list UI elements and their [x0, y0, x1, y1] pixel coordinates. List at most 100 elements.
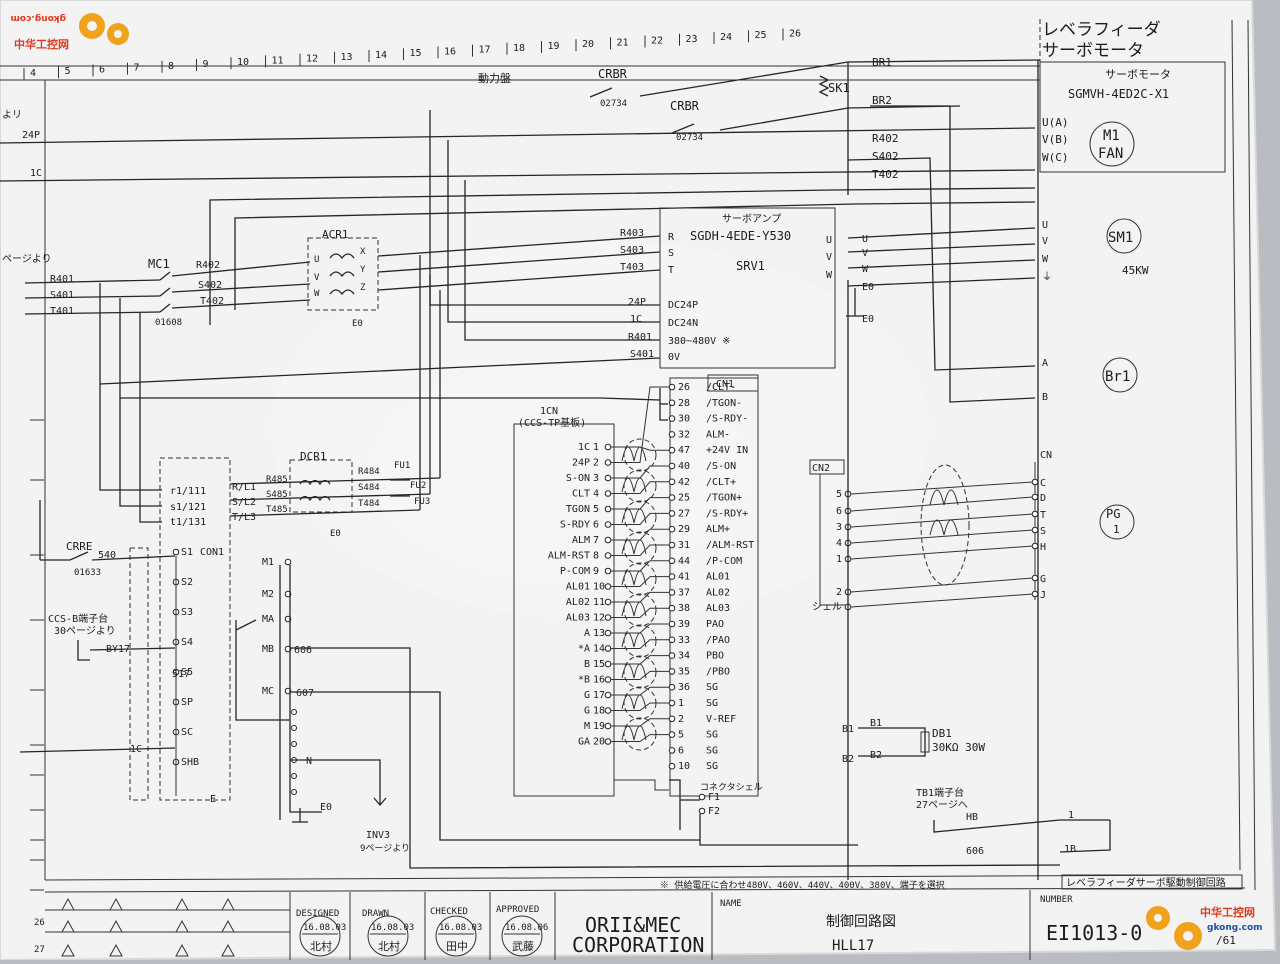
ccs-pin: 4: [593, 489, 599, 500]
page30-label: 30ページより: [54, 625, 116, 637]
title-top-1: レベラフィーダ: [1042, 20, 1161, 40]
cn1-terminal: [668, 415, 676, 422]
inv3-page: 9ページより: [360, 843, 410, 854]
cn1-pin: 26: [678, 382, 690, 393]
motor-br1: Br1: [1105, 369, 1130, 385]
cn1-pin: 38: [678, 603, 690, 614]
cn1-signal: SG: [706, 745, 718, 756]
cn2-pin: 3: [836, 522, 842, 533]
br-line-1: BR1: [872, 56, 892, 69]
drawing-number: EI1013-0: [1046, 921, 1142, 945]
ccs-pin: 3: [593, 473, 599, 484]
ccs-signal: P-COM: [560, 566, 590, 577]
column-number: 13: [341, 52, 353, 63]
tb-drawn: DRAWN: [362, 909, 389, 919]
amp-term-dc24n: DC24N: [668, 318, 698, 329]
cn1-pin: 28: [678, 398, 690, 409]
watermark-site-bottom: gkong.com: [1207, 923, 1263, 933]
column-number: 7: [134, 63, 140, 74]
crre-id: 01633: [74, 568, 101, 578]
tb1-term-1b: 1B: [1064, 844, 1076, 855]
cn1-signal: /ALM-RST: [706, 540, 754, 551]
column-number: 11: [272, 55, 284, 66]
cn1-terminal: [668, 525, 676, 533]
acr1-u: U: [314, 255, 319, 265]
watermark-cn-bottom: 中华工控网: [1200, 905, 1255, 919]
motor-kw: 45KW: [1122, 264, 1149, 277]
ccs-signal: CLT: [572, 489, 590, 500]
revision-triangle-icon: [221, 943, 235, 957]
cn1-signal: SG: [706, 761, 718, 772]
cn1-terminal: [668, 510, 676, 517]
db1-b1-left: B1: [842, 724, 854, 735]
revision-triangle-icon: [175, 897, 189, 911]
ccs-pin: 18: [593, 706, 605, 717]
cn1-signal: /S-RDY-: [706, 414, 748, 425]
inverter-m-terminal: MB: [262, 644, 274, 655]
cn1-terminal: [668, 668, 676, 675]
watermark-bottom-right: 中华工控网 gkong.com: [1146, 905, 1263, 950]
motor-model: SGMVH-4ED2C-X1: [1068, 87, 1169, 101]
amp-name: SRV1: [736, 259, 765, 273]
title-top-2: サーボモータ: [1042, 41, 1144, 61]
amp-term-dc24p: DC24P: [668, 300, 698, 311]
ccs-signal: ALM-RST: [548, 551, 590, 562]
inverter-m-terminal: MA: [262, 614, 274, 625]
cn1-terminal: [668, 446, 676, 454]
ccs-pin: 1: [593, 442, 599, 453]
cn1-pin: 25: [678, 493, 690, 504]
amp-out-v: V: [862, 248, 868, 259]
cn1-pin: 33: [678, 635, 690, 646]
amp-wire-r403: R403: [620, 228, 644, 239]
cn2-pin: シェル: [812, 602, 842, 613]
tb-checked: CHECKED: [430, 907, 468, 917]
column-number: 6: [99, 64, 105, 75]
ccs-signal: AL02: [566, 597, 590, 608]
company-line-2: CORPORATION: [572, 933, 704, 957]
mc1-wire-t: T402: [200, 296, 224, 307]
cn1-signal: PAO: [706, 619, 724, 630]
motor-sm1: SM1: [1108, 230, 1133, 246]
revision-triangle-icon: [221, 897, 235, 911]
cn1-pin: 30: [678, 414, 690, 425]
column-number: 4: [30, 68, 36, 79]
cn1-terminal: [668, 747, 676, 754]
dcr1-s485: S485: [266, 490, 288, 500]
dcr1-t484: T484: [358, 499, 380, 509]
inv-r1: r1/111: [170, 486, 206, 497]
ccs-pin: 17: [593, 690, 605, 701]
label-from: よリ: [2, 109, 22, 121]
ccs-pin: 13: [593, 628, 605, 639]
amp-term-0v: 0V: [668, 352, 680, 363]
motor-term-ground: ⏚: [1042, 271, 1052, 283]
mc1-wire-r: R402: [196, 260, 220, 271]
stamp-name: 田中: [446, 940, 468, 953]
amp-out-u: U: [862, 234, 868, 245]
acr1-y: Y: [360, 265, 366, 275]
cn1-terminal: [668, 399, 676, 407]
title-block-right-label: レベラフィーダサーボ駆動制御回路: [1066, 876, 1226, 889]
pg-number: 1: [1113, 523, 1120, 536]
cn-motor-terminal: D: [1040, 493, 1046, 504]
cn-motor-terminal: S: [1040, 526, 1046, 537]
fan-term-u: U(A): [1042, 116, 1069, 129]
cn1-pin: 5: [678, 730, 684, 741]
cn1-signal: /S-ON: [706, 461, 736, 472]
column-number: 22: [651, 36, 663, 47]
dcr1-r485: R485: [266, 475, 288, 485]
ccs-pin: 6: [593, 520, 599, 531]
revision-triangle-icon: [61, 943, 75, 957]
cn-motor-terminal: C: [1040, 478, 1046, 489]
cn1-pin: 31: [678, 540, 690, 551]
watermark-site-top: gkong.com: [10, 13, 66, 23]
inv-tl3: T/L3: [232, 512, 256, 523]
ccs-signal: *B: [578, 675, 590, 686]
column-number: 10: [237, 57, 249, 68]
watermark-cn-top: 中华工控网: [14, 37, 69, 51]
cn1-signal: /CLT+: [706, 477, 736, 488]
ccs-pin: 5: [593, 504, 599, 515]
cn2-pin: 1: [836, 554, 842, 565]
